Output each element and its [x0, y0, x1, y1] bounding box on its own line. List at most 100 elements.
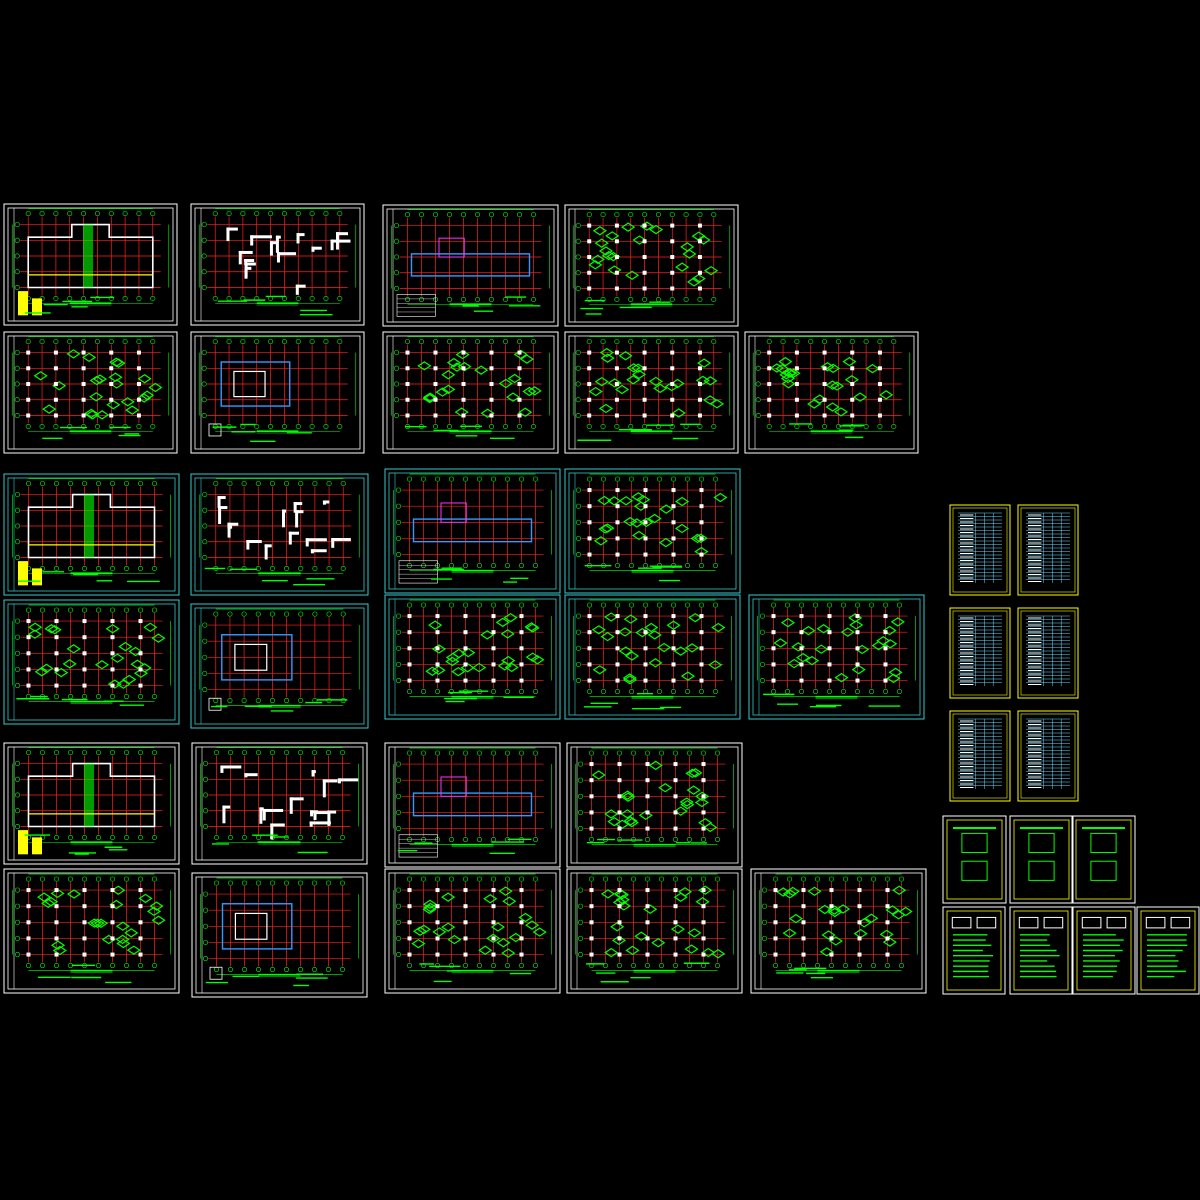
axis-bubble: [281, 423, 287, 429]
reinforcement-callout: [697, 358, 712, 368]
axis-bubble: [124, 963, 130, 969]
sheet-inner-frame: [568, 208, 735, 323]
reinforcement-callout: [607, 265, 622, 275]
axis-bubble: [39, 423, 45, 429]
column: [697, 397, 702, 402]
reinforcement-callout: [50, 940, 66, 950]
column: [82, 635, 87, 640]
axis-bubble: [669, 296, 675, 302]
column: [857, 888, 862, 893]
reinforcement-callout: [691, 273, 706, 284]
axis-bubble: [203, 761, 209, 767]
sheet-outer-frame: [190, 331, 365, 454]
wall-segment: [310, 549, 314, 554]
column: [673, 778, 678, 783]
sheet-inner-frame: [1140, 910, 1196, 991]
column: [589, 936, 594, 941]
column: [642, 382, 647, 387]
sheet-inner-frame: [568, 598, 737, 716]
reinforcement-callout: [694, 546, 709, 557]
reinforcement-callout: [37, 892, 52, 902]
reinforcement-callout: [788, 913, 803, 924]
column: [54, 683, 59, 688]
column: [671, 646, 676, 651]
column: [701, 794, 706, 799]
column: [110, 635, 115, 640]
axis-bubble: [393, 350, 399, 356]
column: [883, 662, 888, 667]
axis-bubble: [15, 618, 21, 624]
axis-bubble: [628, 212, 634, 218]
column: [491, 888, 496, 893]
axis-bubble: [575, 503, 581, 509]
reinforcement-callout: [648, 224, 664, 235]
axis-bubble: [490, 876, 496, 882]
axis-bubble: [446, 339, 452, 345]
axis-bubble: [227, 698, 233, 704]
sheet-inner-frame: [7, 603, 176, 721]
axis-bubble: [518, 689, 524, 695]
axis-bubble: [518, 963, 524, 969]
wall-segment: [264, 544, 268, 560]
axis-bubble: [14, 412, 20, 418]
axis-bubble: [14, 222, 20, 228]
sheet-inner-frame: [7, 207, 174, 322]
wall-segment: [322, 500, 330, 504]
column: [589, 888, 594, 893]
reinforcement-callout: [890, 617, 905, 627]
column: [26, 936, 31, 941]
foundation-outline: [27, 762, 156, 828]
drawing-sheet: [564, 468, 741, 594]
column: [110, 619, 115, 624]
reinforcement-callout: [618, 351, 633, 361]
column: [771, 646, 776, 651]
axis-bubble: [898, 876, 904, 882]
sheet-outer-frame: [190, 473, 369, 596]
column: [643, 520, 648, 525]
axis-bubble: [406, 837, 412, 843]
axis-bubble: [255, 698, 261, 704]
sheet-outer-frame: [384, 468, 561, 594]
column: [617, 920, 622, 925]
axis-bubble: [68, 750, 74, 756]
sheet-inner-frame: [748, 335, 915, 450]
axis-bubble: [312, 565, 318, 571]
reinforcement-callout: [126, 945, 141, 955]
column: [519, 904, 524, 909]
reinforcement-callout: [651, 938, 666, 948]
axis-bubble: [577, 887, 583, 893]
reinforcement-callout: [614, 384, 630, 395]
wall-segment: [336, 232, 349, 236]
reinforcement-callout: [66, 349, 81, 359]
column: [517, 366, 522, 371]
axis-bubble: [849, 339, 855, 345]
reinforcement-callout: [588, 386, 603, 397]
column: [671, 630, 676, 635]
column: [822, 382, 827, 387]
sheet-inner-frame: [568, 335, 735, 450]
axis-bubble: [700, 963, 706, 969]
axis-bubble: [337, 423, 343, 429]
reinforcement-callout: [607, 496, 622, 506]
column: [519, 920, 524, 925]
axis-bubble: [295, 339, 301, 345]
column: [54, 936, 59, 941]
reinforcement-callout: [687, 928, 702, 938]
axis-bubble: [94, 211, 100, 217]
wall-segment: [217, 496, 221, 508]
axis-bubble: [81, 423, 87, 429]
reinforcement-callout: [525, 623, 540, 633]
axis-bubble: [686, 837, 692, 843]
column: [519, 614, 524, 619]
reinforcement-callout: [101, 934, 116, 945]
column: [794, 350, 799, 355]
axis-bubble: [600, 602, 606, 608]
column: [26, 888, 31, 893]
column: [615, 536, 620, 541]
reinforcement-callout: [626, 363, 641, 373]
axis-bubble: [393, 412, 399, 418]
axis-bubble: [812, 689, 818, 695]
column: [615, 630, 620, 635]
axis-bubble: [138, 565, 144, 571]
reinforcement-callout: [445, 652, 461, 663]
